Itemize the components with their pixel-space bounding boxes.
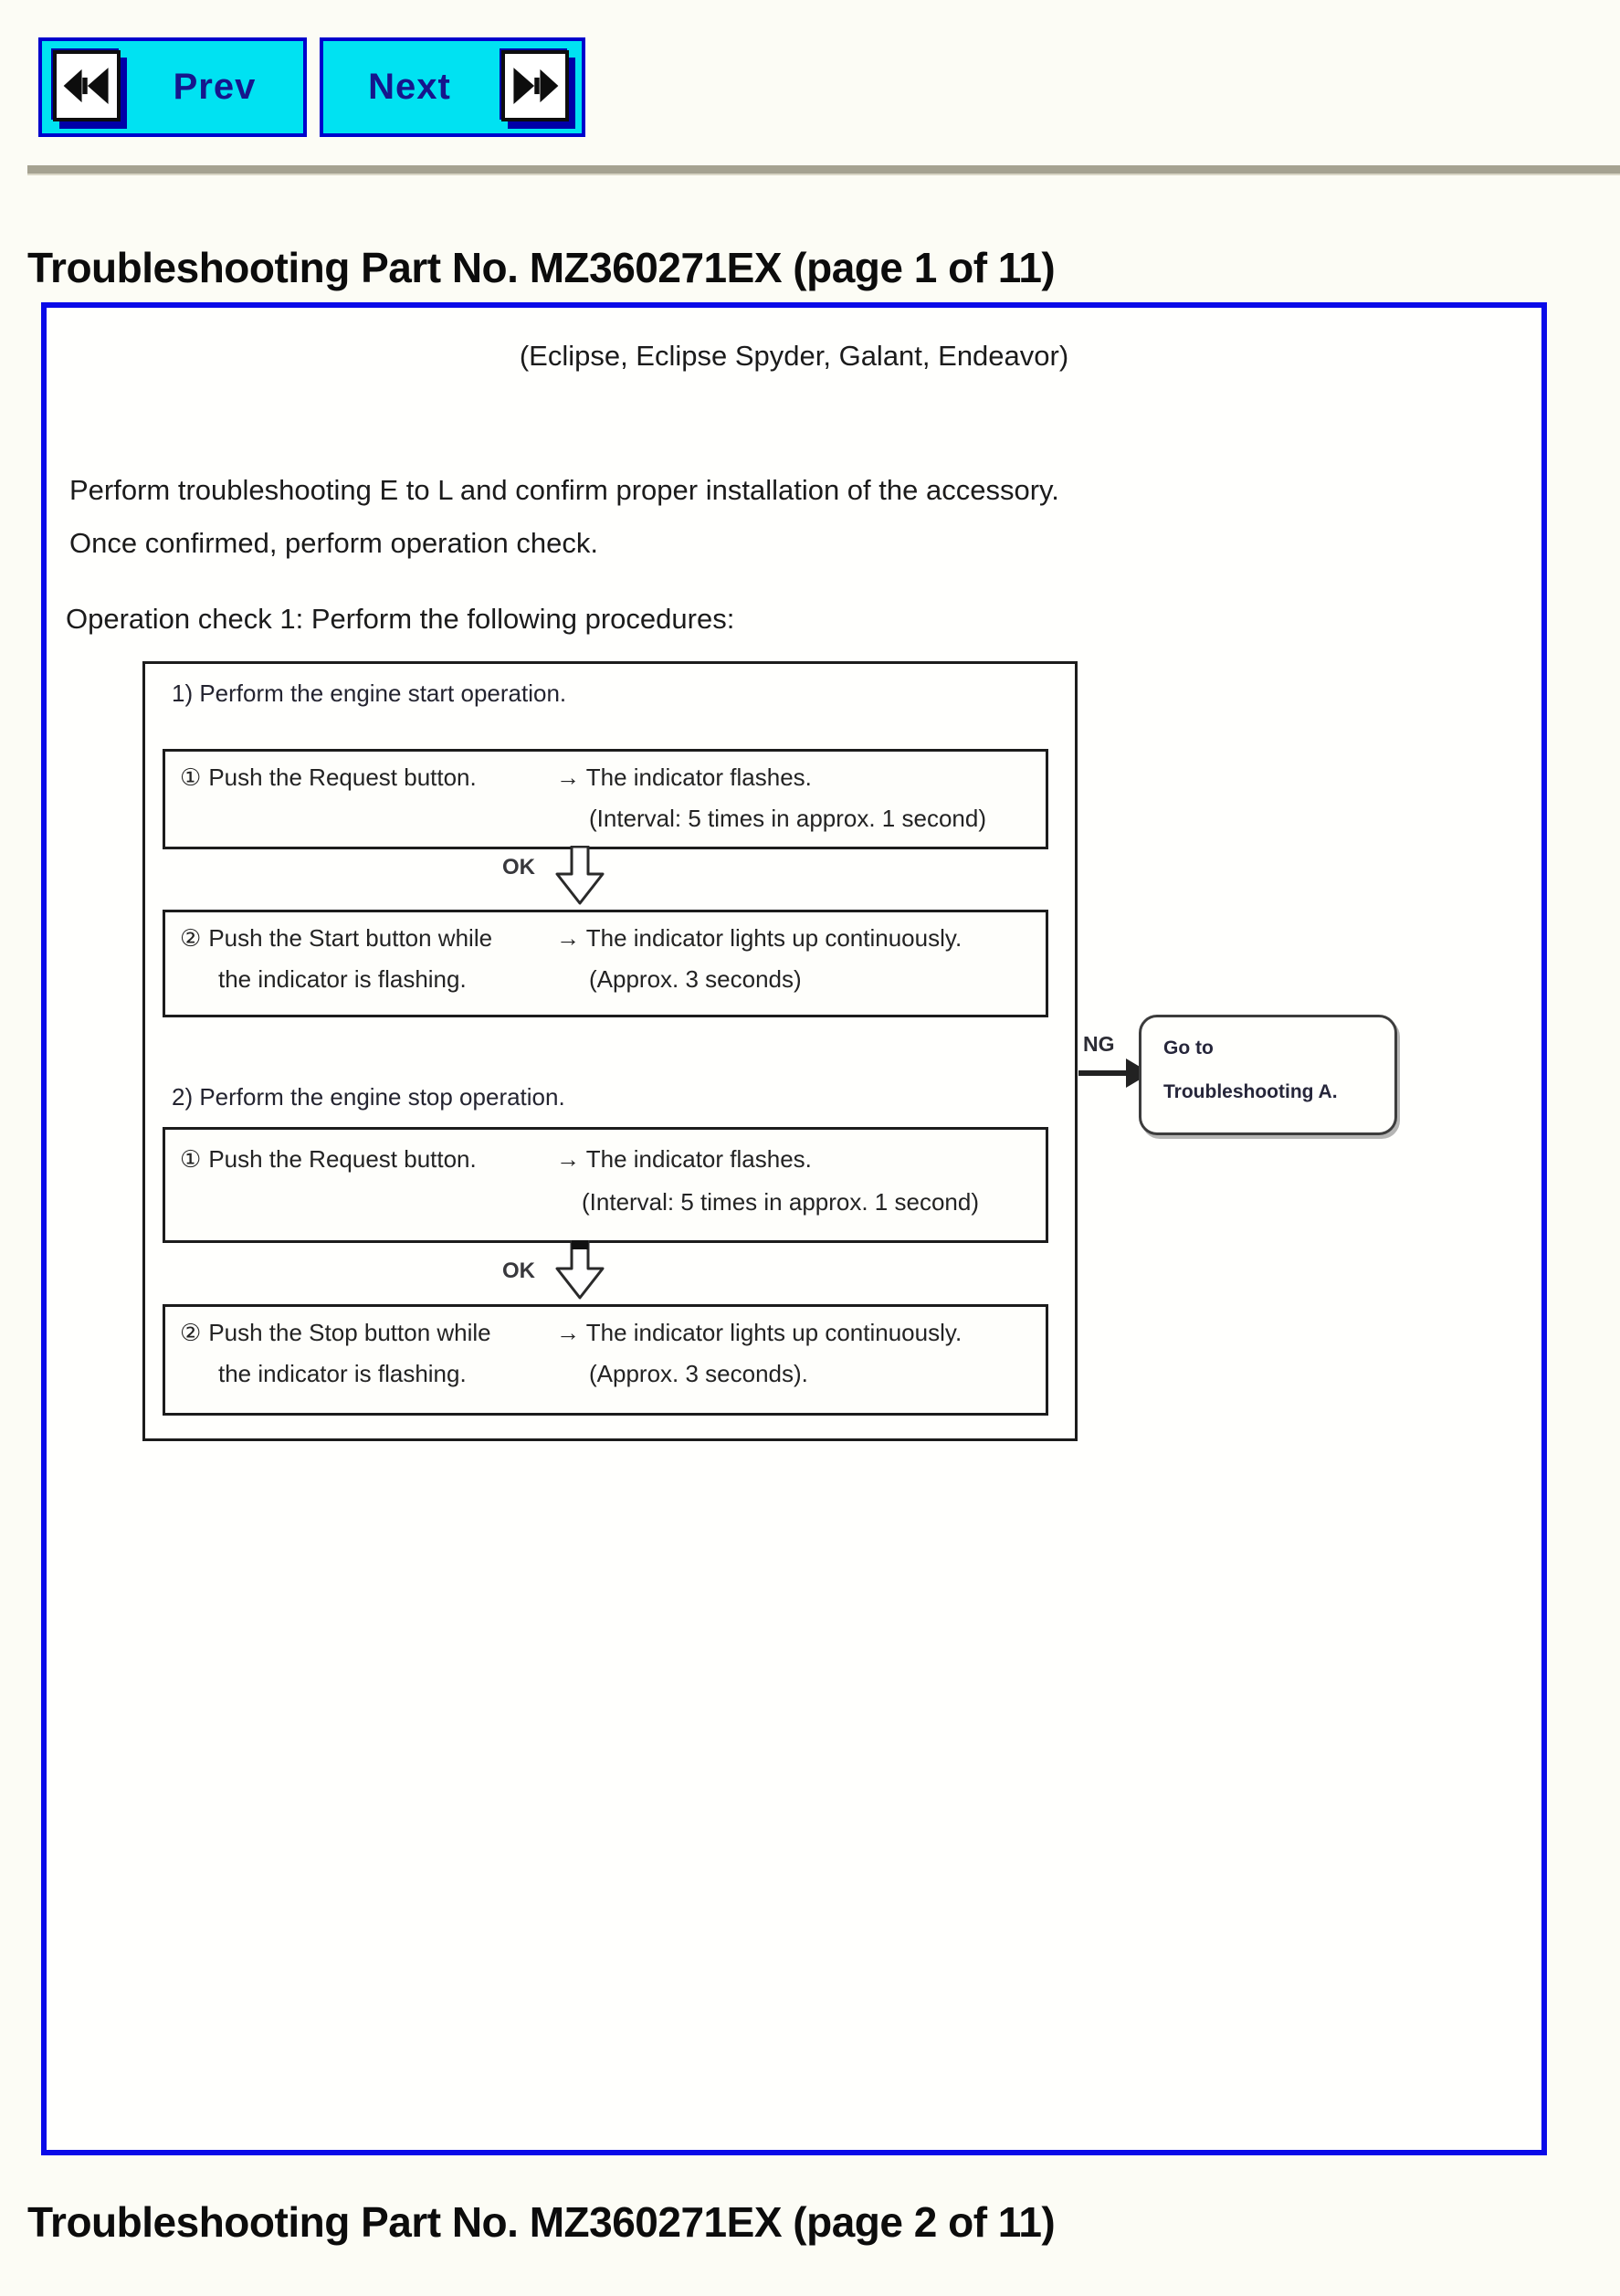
step1-result-line1: → The indicator flashes. (556, 764, 812, 791)
intro-line2: Once confirmed, perform operation check. (69, 527, 598, 559)
flowchart-section2-heading: 2) Perform the engine stop operation. (172, 1083, 565, 1111)
step2-marker: ② (180, 924, 202, 952)
goto-line2: Troubleshooting A. (1163, 1081, 1338, 1102)
step2-result-line2: (Approx. 3 seconds) (589, 965, 802, 993)
step4-result-line1: → The indicator lights up continuously. (556, 1319, 963, 1346)
step3-result-line1: → The indicator flashes. (556, 1145, 812, 1173)
step2-result-line1: → The indicator lights up continuously. (556, 924, 963, 952)
ok-down-arrow-2 (555, 1240, 605, 1300)
intro-line1: Perform troubleshooting E to L and confi… (69, 474, 1059, 506)
prev-button-label: Prev (173, 67, 257, 107)
ok-label-1: OK (502, 855, 535, 879)
step1-result-line2: (Interval: 5 times in approx. 1 second) (589, 805, 986, 832)
page1-title: Troubleshooting Part No. MZ360271EX (pag… (27, 244, 1056, 291)
ng-label: NG (1083, 1032, 1115, 1056)
prev-button[interactable]: Prev (38, 37, 307, 137)
step4-action-text1: Push the Stop button while (208, 1319, 491, 1346)
goto-troubleshooting-box: Go to Troubleshooting A. (1139, 1015, 1397, 1135)
divider (27, 165, 1620, 175)
ok-down-arrow-1 (555, 846, 605, 905)
flowchart-outer-box (142, 661, 1078, 1441)
page2-title: Troubleshooting Part No. MZ360271EX (pag… (27, 2198, 1056, 2246)
step3-result-line2: (Interval: 5 times in approx. 1 second) (582, 1188, 979, 1216)
goto-line1: Go to (1163, 1037, 1214, 1058)
next-button[interactable]: Next (320, 37, 585, 137)
step3-action-text: Push the Request button. (208, 1145, 477, 1173)
operation-check-heading: Operation check 1: Perform the following… (66, 603, 735, 635)
applicable-models-line: (Eclipse, Eclipse Spyder, Galant, Endeav… (519, 340, 1069, 372)
intro-paragraph: Perform troubleshooting E to L and confi… (69, 464, 1059, 570)
step4-marker: ② (180, 1319, 202, 1346)
next-button-label: Next (368, 67, 451, 107)
ng-arrow-line (1078, 1070, 1128, 1076)
step2-action-text1: Push the Start button while (208, 924, 493, 952)
step2-action-line2: the indicator is flashing. (218, 965, 467, 993)
step4-result-line2: (Approx. 3 seconds). (589, 1360, 808, 1387)
fast-forward-icon (501, 49, 569, 121)
step1-action-text: Push the Request button. (208, 764, 477, 791)
rewind-icon (53, 49, 121, 121)
flowchart-section1-heading: 1) Perform the engine start operation. (172, 679, 567, 707)
ok-label-2: OK (502, 1259, 535, 1283)
step1-marker: ① (180, 764, 202, 791)
step3-marker: ① (180, 1145, 202, 1173)
step4-action-line2: the indicator is flashing. (218, 1360, 467, 1387)
